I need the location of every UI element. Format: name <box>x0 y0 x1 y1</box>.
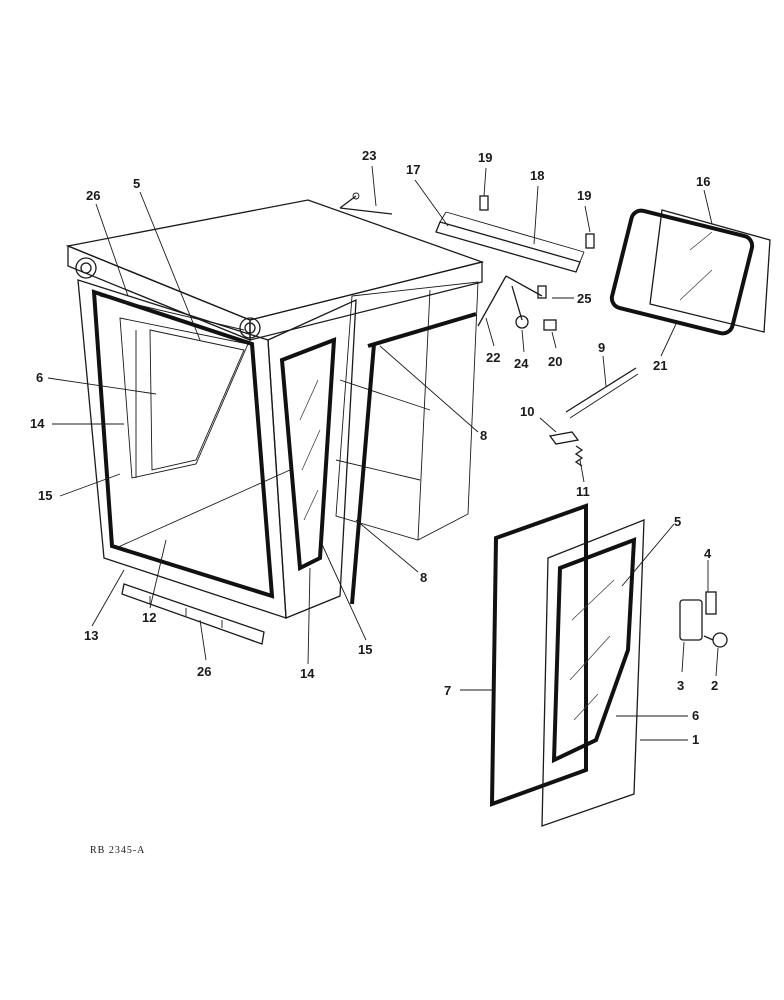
spring-11 <box>574 445 584 467</box>
callout-23: 23 <box>362 148 376 163</box>
side-window-seal <box>279 337 337 572</box>
seal-strip-8-top <box>367 312 477 348</box>
callout-25: 25 <box>577 291 591 306</box>
hinge-rail <box>435 221 581 273</box>
callout-14: 14 <box>300 666 315 681</box>
callout-22: 22 <box>486 350 500 365</box>
rear-window-glass <box>119 317 249 479</box>
callout-12: 12 <box>142 610 156 625</box>
rear-window-top-rail <box>99 295 245 331</box>
callout-5: 5 <box>674 514 681 529</box>
callout-14: 14 <box>30 416 45 431</box>
callout-labels: 23 19 17 18 19 16 26 5 25 22 24 20 21 6 … <box>30 148 718 747</box>
callout-6: 6 <box>692 708 699 723</box>
hinge-pin-19a <box>479 195 489 211</box>
callout-13: 13 <box>84 628 98 643</box>
callout-4: 4 <box>704 546 712 561</box>
callout-10: 10 <box>520 404 534 419</box>
door-assembly <box>489 503 645 827</box>
lock-3 <box>679 599 703 641</box>
side-panel-rail-2 <box>335 459 421 481</box>
key-2 <box>712 632 728 648</box>
side-panel-edge <box>417 289 431 541</box>
callout-6: 6 <box>36 370 43 385</box>
windshield-seal <box>91 289 275 599</box>
corner-boss-left <box>75 257 97 279</box>
side-panel-opening <box>335 281 479 541</box>
callout-24: 24 <box>514 356 529 371</box>
callout-16: 16 <box>696 174 710 189</box>
knob-20 <box>543 319 557 331</box>
corner-boss-right <box>239 317 261 339</box>
callout-1: 1 <box>692 732 699 747</box>
callout-7: 7 <box>444 683 451 698</box>
rear-window-pane <box>149 329 245 471</box>
roof-side-edge <box>249 261 483 341</box>
callout-15: 15 <box>38 488 52 503</box>
callout-21: 21 <box>653 358 667 373</box>
cab-frame <box>65 199 485 619</box>
door-panel-1 <box>541 519 645 827</box>
seal-strip-8-vertical <box>350 343 376 605</box>
door-seal-7 <box>489 503 588 807</box>
bracket-25 <box>537 285 547 299</box>
callout-26: 26 <box>86 188 100 203</box>
bottom-sill-strip <box>121 583 265 645</box>
sill-strip <box>121 583 265 645</box>
callout-20: 20 <box>548 354 562 369</box>
callout-8: 8 <box>480 428 487 443</box>
callout-3: 3 <box>677 678 684 693</box>
small-parts <box>548 367 639 467</box>
prop-rod-9 <box>565 367 637 413</box>
callout-17: 17 <box>406 162 420 177</box>
corner-boss-left-inner <box>80 262 92 274</box>
callout-8: 8 <box>420 570 427 585</box>
rear-glass-16 <box>649 209 771 333</box>
drawing-code: RB 2345-A <box>90 845 145 856</box>
wiper-arm-23 <box>339 192 393 215</box>
side-panel-rail-1 <box>339 379 431 411</box>
latch-linkage <box>477 275 557 331</box>
right-corner-post <box>267 298 357 619</box>
door-window-seal-6 <box>551 537 637 764</box>
callout-5: 5 <box>133 176 140 191</box>
callout-15: 15 <box>358 642 372 657</box>
hinge-pin-19b <box>585 233 595 249</box>
door-lock-parts <box>679 591 728 648</box>
callout-2: 2 <box>711 678 718 693</box>
callout-9: 9 <box>598 340 605 355</box>
callout-11: 11 <box>576 484 590 499</box>
rear-seal-21 <box>609 208 755 336</box>
callout-19: 19 <box>478 150 492 165</box>
striker-4 <box>705 591 717 615</box>
clip-10 <box>548 431 580 445</box>
callout-18: 18 <box>530 168 544 183</box>
leader-lines <box>47 165 719 741</box>
pivot-24 <box>515 315 529 329</box>
hinge-rail-18 <box>435 195 595 273</box>
callout-26: 26 <box>197 664 211 679</box>
rear-window-assembly <box>609 208 771 336</box>
corner-boss-right-inner <box>244 322 256 334</box>
cab-floor-line <box>115 469 291 549</box>
callout-19: 19 <box>577 188 591 203</box>
